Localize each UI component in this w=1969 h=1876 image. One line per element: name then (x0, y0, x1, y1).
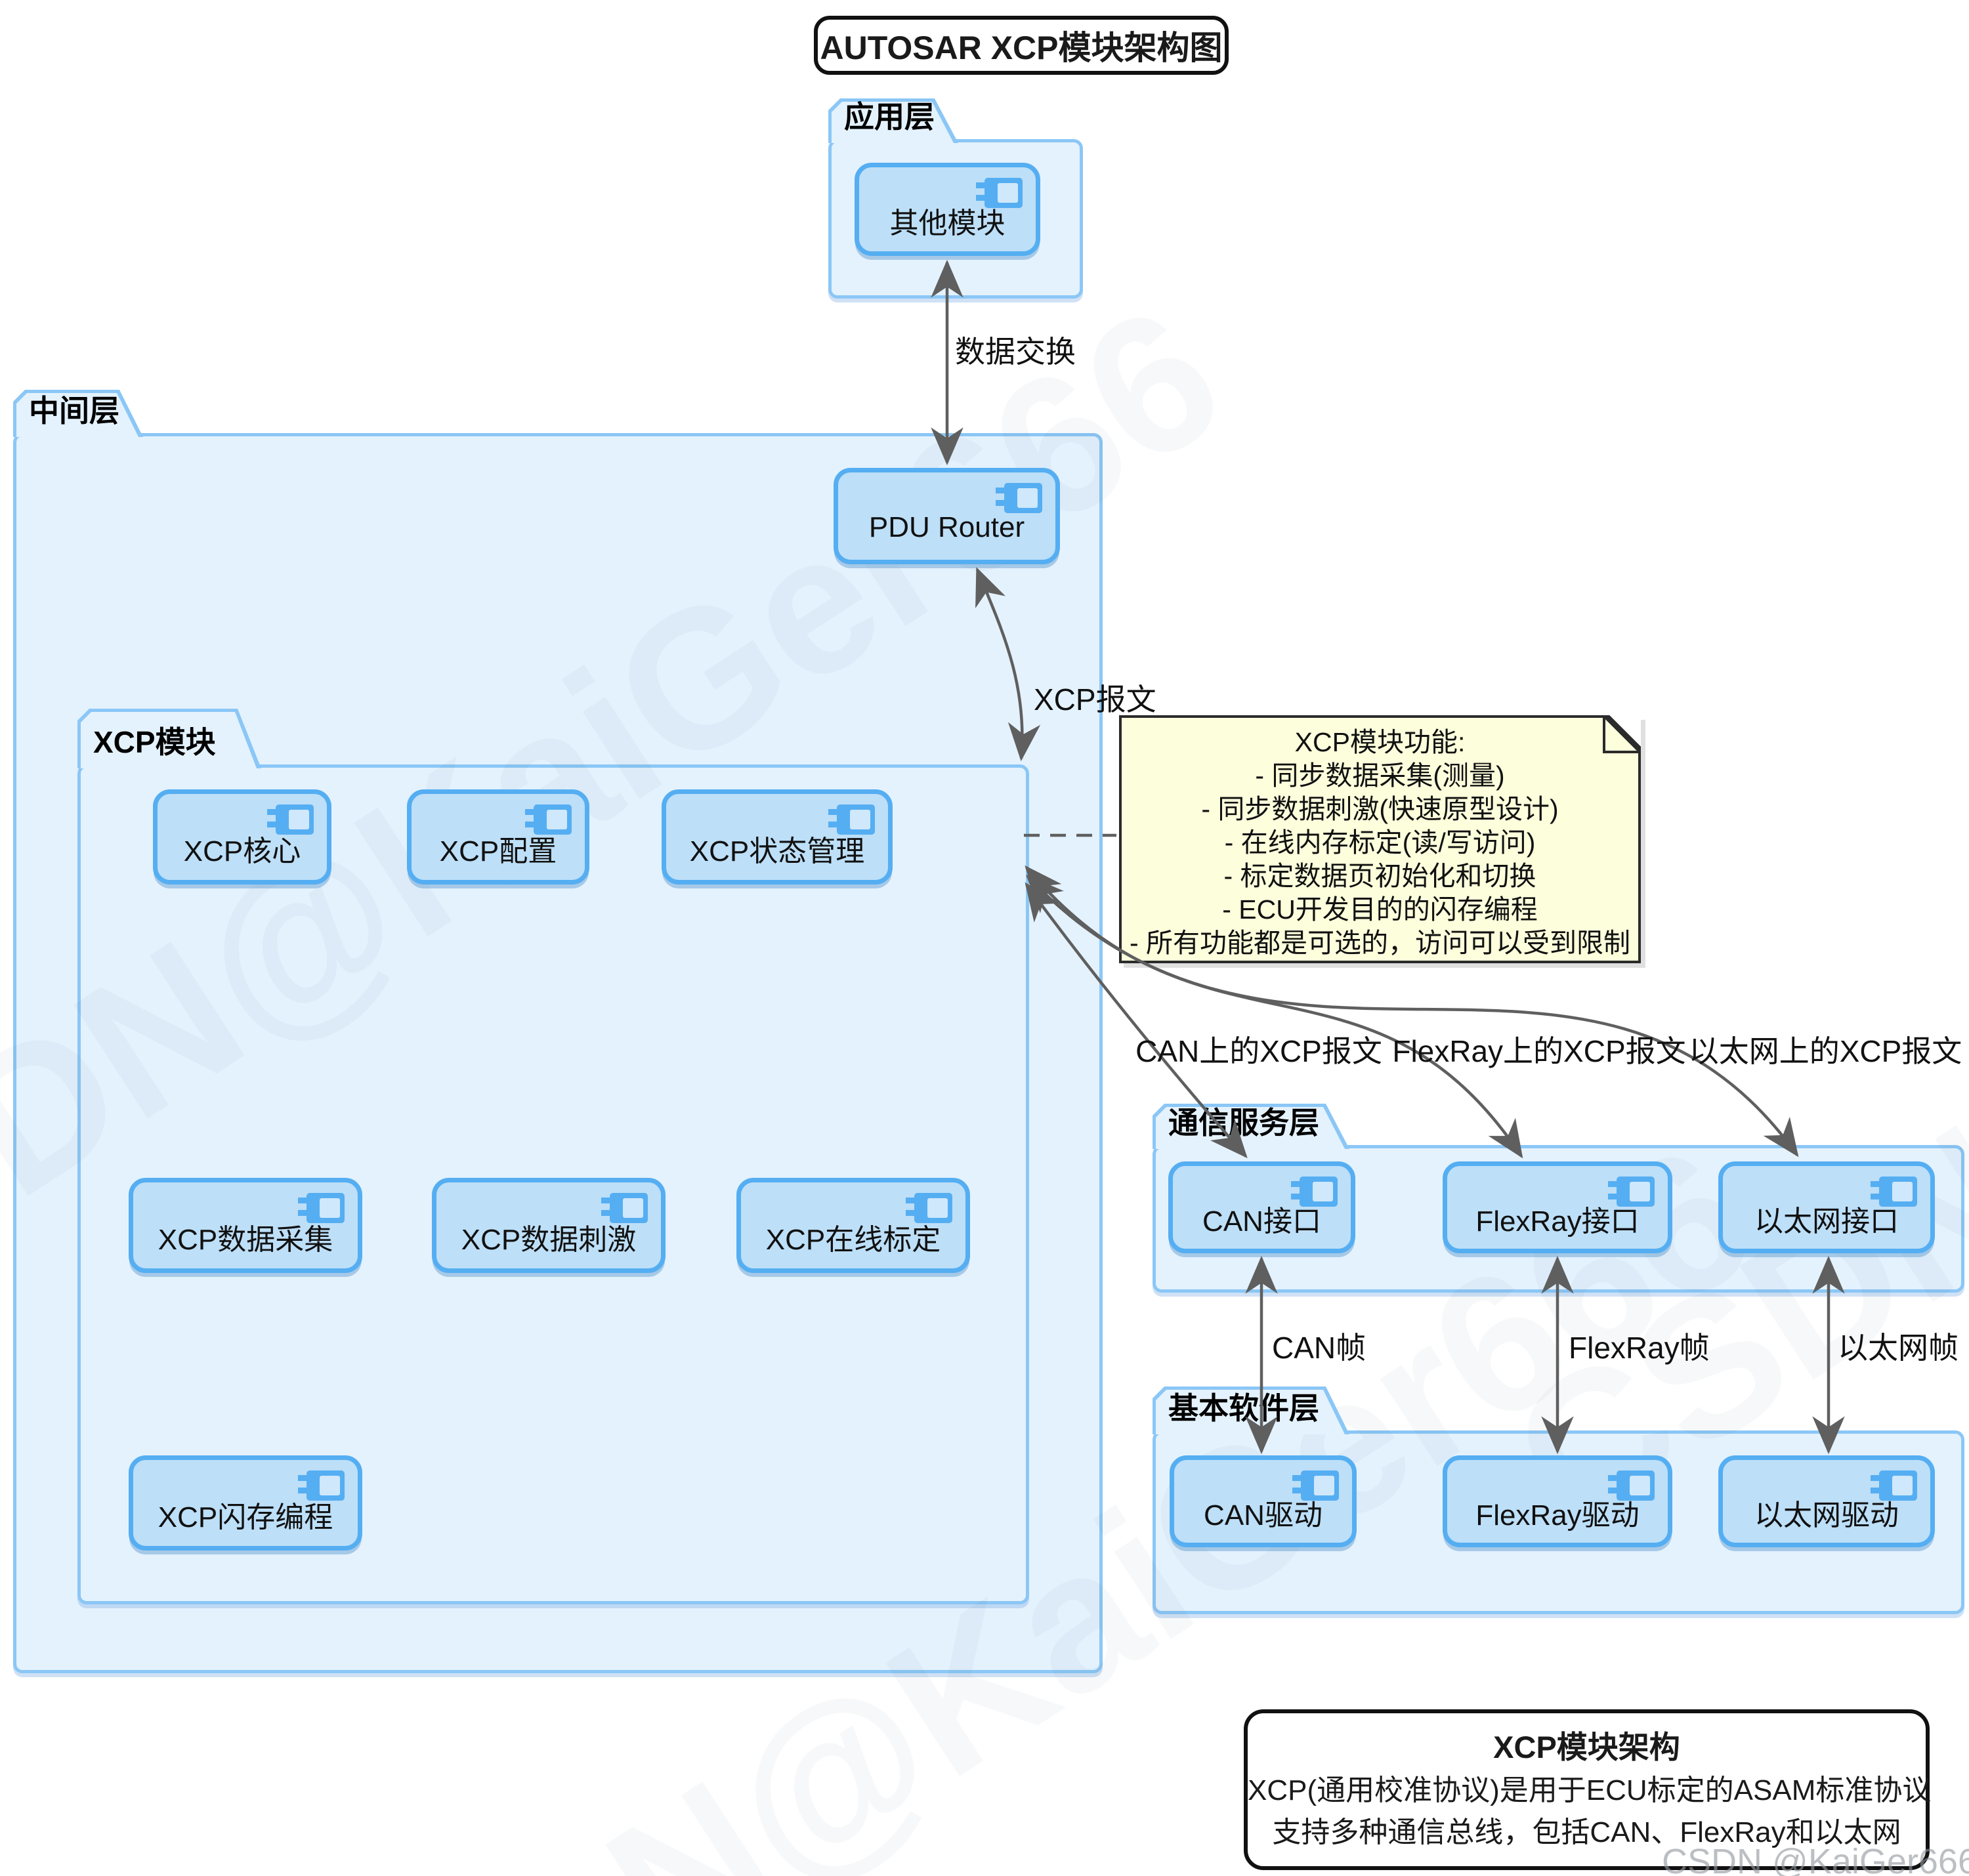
package-xcp-module-label: XCP模块 (93, 725, 216, 759)
watermark-diagonal-2: CSDN@KaiGer666 (1474, 444, 1969, 1574)
edge-label-can-frame: CAN帧 (1272, 1331, 1366, 1365)
component-icon (906, 1193, 952, 1223)
note-item: - 同步数据刺激(快速原型设计) (1201, 794, 1559, 824)
note-item: - 所有功能都是可选的，访问可以受到限制 (1129, 928, 1631, 958)
component-icon (1871, 1470, 1917, 1501)
edge-label-flexray-frame: FlexRay帧 (1569, 1331, 1710, 1365)
legend-line: 支持多种通信总线，包括CAN、FlexRay和以太网 (1272, 1816, 1901, 1848)
package-app-layer-tab: 应用层 (828, 98, 958, 143)
component-ethernet-interface: 以太网接口 (1718, 1161, 1935, 1253)
package-comm-service-layer-label: 通信服务层 (1168, 1106, 1319, 1140)
package-basic-software-layer-tab: 基本软件层 (1153, 1386, 1349, 1434)
component-icon (976, 178, 1023, 208)
note-item: - 在线内存标定(读/写访问) (1224, 827, 1536, 858)
component-icon (1291, 1177, 1338, 1207)
legend-box: XCP模块架构 XCP(通用校准协议)是用于ECU标定的ASAM标准协议 支持多… (1244, 1709, 1932, 1870)
component-icon (298, 1470, 345, 1501)
edge-label-xcp-over-ethernet: 以太网上的XCP报文 (1688, 1034, 1962, 1068)
legend-title: XCP模块架构 (1493, 1730, 1680, 1764)
package-middle-layer-tab: 中间层 (13, 390, 143, 437)
edge-label-data-exchange: 数据交换 (955, 335, 1076, 369)
component-xcp-stim: XCP数据刺激 (432, 1178, 666, 1273)
package-app-layer-label: 应用层 (844, 100, 935, 134)
component-can-driver: CAN驱动 (1170, 1455, 1357, 1547)
edge-label-xcp-over-flexray: FlexRay上的XCP报文 (1392, 1034, 1686, 1068)
diagram-title: AUTOSAR XCP模块架构图 (814, 16, 1229, 75)
component-xcp-state: XCP状态管理 (662, 789, 893, 885)
component-icon (1871, 1177, 1917, 1207)
note-item: - 标定数据页初始化和切换 (1223, 861, 1536, 891)
component-xcp-flash: XCP闪存编程 (129, 1455, 362, 1551)
package-xcp-module-tab: XCP模块 (77, 709, 261, 768)
component-icon (525, 804, 572, 835)
watermark-corner: CSDN @KaiGer666 (1662, 1842, 1969, 1876)
component-icon (298, 1193, 345, 1223)
component-xcp-daq: XCP数据采集 (129, 1178, 362, 1273)
component-xcp-calibration: XCP在线标定 (736, 1178, 970, 1273)
diagram-title-text: AUTOSAR XCP模块架构图 (820, 30, 1223, 66)
component-icon (601, 1193, 648, 1223)
note-item: - ECU开发目的的闪存编程 (1222, 894, 1538, 925)
component-icon (1608, 1177, 1655, 1207)
legend-line: XCP(通用校准协议)是用于ECU标定的ASAM标准协议 (1248, 1774, 1932, 1806)
component-can-interface: CAN接口 (1168, 1161, 1355, 1253)
component-icon (1292, 1470, 1339, 1501)
component-icon (267, 804, 314, 835)
package-middle-layer-label: 中间层 (29, 394, 119, 428)
component-pdu-router: PDU Router (834, 468, 1060, 564)
component-icon (1608, 1470, 1655, 1501)
note-title: XCP模块功能: (1294, 727, 1466, 757)
component-ethernet-driver: 以太网驱动 (1718, 1455, 1935, 1547)
component-flexray-driver: FlexRay驱动 (1443, 1455, 1672, 1547)
edge-label-xcp-over-can: CAN上的XCP报文 (1135, 1034, 1382, 1068)
xcp-function-note: XCP模块功能: - 同步数据采集(测量) - 同步数据刺激(快速原型设计) -… (1119, 715, 1641, 963)
edge-label-xcp-message: XCP报文 (1034, 682, 1156, 717)
component-xcp-config: XCP配置 (407, 789, 589, 885)
component-other-module: 其他模块 (855, 163, 1040, 256)
package-basic-software-layer-label: 基本软件层 (1168, 1391, 1319, 1425)
note-item: - 同步数据采集(测量) (1255, 761, 1505, 791)
package-comm-service-layer-tab: 通信服务层 (1153, 1104, 1349, 1149)
component-xcp-core: XCP核心 (153, 789, 331, 885)
edge-label-ethernet-frame: 以太网帧 (1838, 1331, 1958, 1365)
note-fold-icon (1603, 715, 1641, 753)
component-icon (828, 804, 875, 835)
component-icon (996, 483, 1042, 513)
component-flexray-interface: FlexRay接口 (1443, 1161, 1672, 1253)
